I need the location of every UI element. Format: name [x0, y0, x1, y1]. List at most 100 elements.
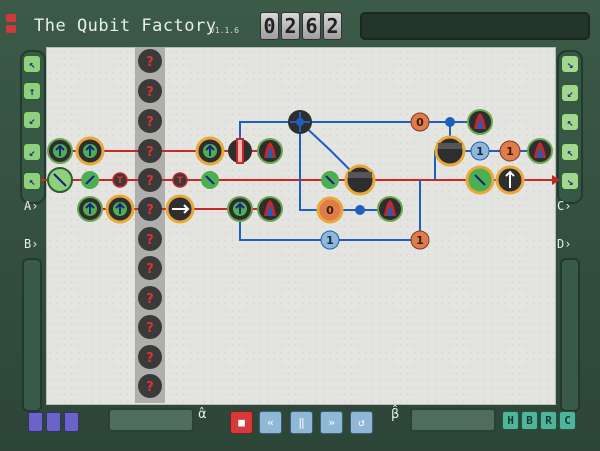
alpha-slot[interactable] — [108, 408, 194, 432]
mystery-gate[interactable]: ? — [138, 315, 162, 339]
menu-icon[interactable] — [6, 14, 16, 22]
qubit-gate-diag[interactable] — [201, 171, 219, 189]
input-tile-3[interactable]: ↙ — [23, 111, 41, 129]
mystery-gate[interactable]: ? — [138, 109, 162, 133]
rewind-icon: « — [267, 416, 274, 429]
alpha-label: α̂ — [198, 407, 207, 422]
detector-gate[interactable] — [257, 138, 283, 164]
output-tile-2[interactable]: ↙ — [561, 84, 579, 102]
svg-text:?: ? — [146, 292, 154, 307]
svg-text:?: ? — [146, 351, 154, 366]
qubit-gate-up[interactable] — [77, 196, 103, 222]
beta-slot[interactable] — [410, 408, 496, 432]
basis-b-button[interactable]: B — [521, 411, 538, 430]
inventory-vials[interactable] — [28, 412, 79, 432]
qubit-gate-diag[interactable] — [81, 171, 99, 189]
mystery-gate[interactable]: ? — [138, 256, 162, 280]
mystery-gate[interactable]: ? — [138, 168, 162, 192]
entangler-gate[interactable] — [434, 135, 466, 167]
vial-icon[interactable] — [28, 412, 43, 432]
svg-text:?: ? — [146, 262, 154, 277]
qubit-gate-diag[interactable] — [321, 171, 339, 189]
qubit-gate-up[interactable] — [227, 196, 253, 222]
mystery-column — [135, 47, 165, 403]
vial-icon[interactable] — [64, 412, 79, 432]
port-c: C› — [557, 199, 571, 213]
stop-button[interactable]: ■ — [230, 411, 253, 434]
port-a: A› — [24, 199, 38, 213]
mystery-gate[interactable]: ? — [138, 374, 162, 398]
mystery-gate[interactable]: ? — [138, 345, 162, 369]
basis-c-button[interactable]: C — [559, 411, 576, 430]
t-gate[interactable]: T — [172, 172, 188, 188]
output-tile-1[interactable]: ↘ — [561, 55, 579, 73]
qubit-gate-up[interactable] — [195, 136, 225, 166]
entangler-gate[interactable] — [344, 164, 376, 196]
svg-text:?: ? — [146, 55, 154, 70]
input-tile-4[interactable]: ↙ — [23, 143, 41, 161]
svg-text:1: 1 — [476, 145, 484, 158]
svg-text:1: 1 — [326, 234, 334, 247]
measure-barrier-gate[interactable] — [228, 138, 252, 164]
beam-splitter-gate[interactable] — [288, 110, 312, 134]
svg-text:1: 1 — [416, 234, 424, 247]
zero-gate[interactable]: 0 — [316, 196, 344, 224]
output-gate[interactable] — [495, 165, 525, 195]
input-tile-2[interactable]: ↑ — [23, 82, 41, 100]
counter-digit: 2 — [281, 12, 300, 40]
reset-icon: ↺ — [358, 416, 365, 429]
fast-forward-button[interactable]: » — [320, 411, 343, 434]
output-tile-4[interactable]: ↖ — [561, 143, 579, 161]
pause-icon: ‖ — [298, 416, 305, 429]
qubit-gate-up[interactable] — [47, 138, 73, 164]
game-board[interactable] — [46, 47, 556, 405]
output-gate[interactable] — [465, 165, 495, 195]
mystery-gate[interactable]: ? — [138, 227, 162, 251]
control-node[interactable] — [355, 205, 365, 215]
counter-digit: 6 — [302, 12, 321, 40]
one-gate[interactable]: 1 — [499, 140, 521, 162]
detector-gate[interactable] — [257, 196, 283, 222]
input-tile-1[interactable]: ↖ — [23, 55, 41, 73]
swap-gate[interactable] — [165, 194, 195, 224]
rewind-button[interactable]: « — [259, 411, 282, 434]
basis-h-button[interactable]: H — [502, 411, 519, 430]
one-gate[interactable]: 1 — [320, 230, 340, 250]
detector-gate[interactable] — [527, 138, 553, 164]
mystery-gate[interactable]: ? — [138, 197, 162, 221]
mystery-gate[interactable]: ? — [138, 139, 162, 163]
svg-text:?: ? — [146, 233, 154, 248]
port-d-label: D — [557, 237, 565, 251]
qubit-gate-up[interactable] — [75, 136, 105, 166]
top-left-icons[interactable] — [6, 14, 20, 36]
vial-icon[interactable] — [46, 412, 61, 432]
title-bar: The Qubit Factory v1.1.6 — [8, 6, 592, 42]
message-bar — [360, 12, 590, 40]
port-d-arrow: › — [564, 237, 572, 251]
sound-icon[interactable] — [6, 25, 16, 33]
one-gate[interactable]: 1 — [410, 230, 430, 250]
detector-gate[interactable] — [467, 109, 493, 135]
svg-text:?: ? — [146, 145, 154, 160]
t-gate[interactable]: T — [112, 172, 128, 188]
mystery-gate[interactable]: ? — [138, 49, 162, 73]
zero-gate[interactable]: 0 — [410, 112, 430, 132]
mystery-gate[interactable]: ? — [138, 286, 162, 310]
game-title: The Qubit Factory — [34, 16, 217, 36]
svg-text:T: T — [117, 176, 124, 186]
svg-text:?: ? — [146, 85, 154, 100]
output-tile-5[interactable]: ↘ — [561, 172, 579, 190]
pause-button[interactable]: ‖ — [290, 411, 313, 434]
output-tile-3[interactable]: ↖ — [561, 113, 579, 131]
detector-gate[interactable] — [377, 196, 403, 222]
qubit-gate-diag[interactable] — [47, 167, 73, 193]
reset-button[interactable]: ↺ — [350, 411, 373, 434]
control-node[interactable] — [445, 117, 455, 127]
port-b-label: B — [24, 237, 32, 251]
mystery-gate[interactable]: ? — [138, 79, 162, 103]
qubit-gate-up[interactable] — [105, 194, 135, 224]
svg-text:?: ? — [146, 380, 154, 395]
basis-r-button[interactable]: R — [540, 411, 557, 430]
one-gate[interactable]: 1 — [470, 141, 490, 161]
